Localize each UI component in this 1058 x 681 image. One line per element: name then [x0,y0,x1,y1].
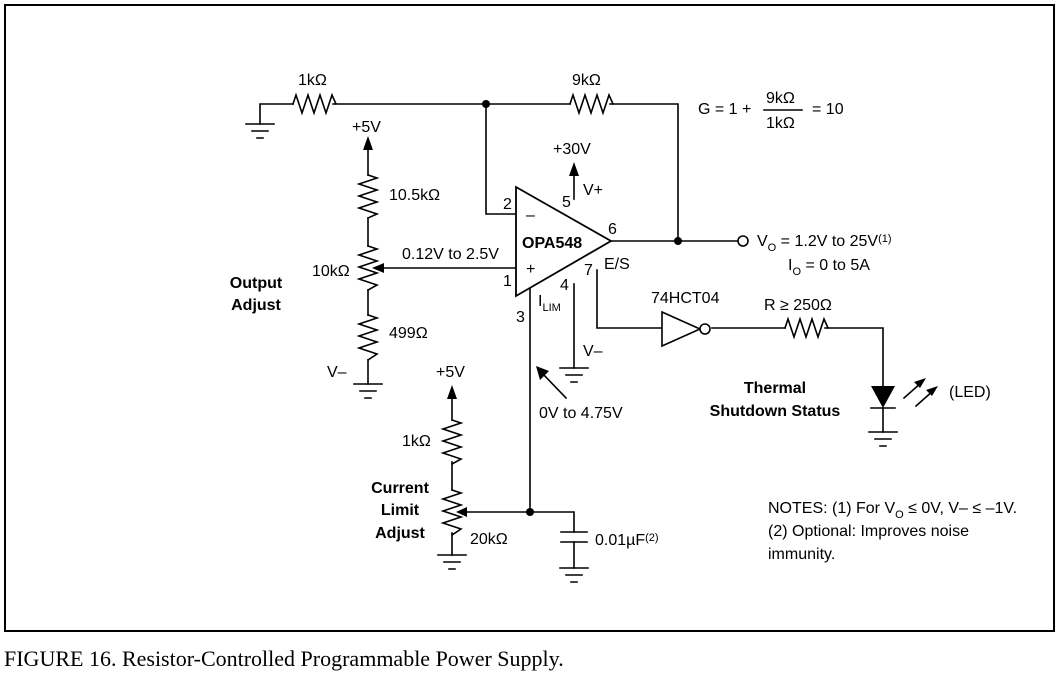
label-vminus-a: V– [327,364,347,381]
label-pot-out: 10kΩ [312,263,350,280]
light-emission-icon [902,378,938,408]
label-r-led: R ≥ 250Ω [764,297,832,314]
ground-icon [868,431,898,447]
annotation-arrow-icon [536,366,549,380]
resistor-feedback-9k [568,92,615,116]
label-output-adjust-2: Adjust [231,297,281,314]
pin-7: 7 [584,262,593,279]
label-vplus30: +30V [553,141,591,158]
label-output-adjust-1: Output [230,275,283,292]
label-r-top: 10.5kΩ [389,187,440,204]
label-r-bottom: 499Ω [389,325,428,342]
resistor-input-1k [291,92,338,116]
label-current-limit-2: Limit [381,502,420,519]
label-vo: VO = 1.2V to 25V(1) [757,233,892,254]
resistor-led [783,316,830,340]
resistor-499 [356,313,380,362]
junction-dot [526,508,534,516]
pin-5: 5 [562,194,571,211]
led-diode [870,386,896,409]
notes-line-2: (2) Optional: Improves noise [768,523,969,540]
notes-line-3: immunity. [768,546,835,563]
notes-line-1: NOTES: (1) For VO ≤ 0V, V– ≤ –1V. [768,500,1017,521]
wiper-arrow-icon [456,507,467,517]
opamp-triangle [515,185,613,298]
label-vminus-b: V– [583,343,603,360]
label-pot-ilim: 20kΩ [470,531,508,548]
figure-caption: FIGURE 16. Resistor-Controlled Programma… [4,646,564,671]
figure-frame [4,4,1055,632]
output-terminal [737,235,749,247]
schematic: G = 1 + 9kΩ 1kΩ = 10 1kΩ 9kΩ 10.5kΩ 10kΩ… [4,4,1055,632]
wires [259,103,884,569]
resistor-10-5k [356,173,380,220]
label-led: (LED) [949,384,991,401]
label-io: IO = 0 to 5A [788,257,870,278]
potentiometer-10k [356,244,380,292]
label-capacitor: 0.01µF(2) [595,532,659,549]
pin-1: 1 [503,273,512,290]
label-es: E/S [604,256,630,273]
label-inverter: 74HCT04 [651,290,720,307]
pin-6: 6 [608,221,617,238]
junction-dot [674,237,682,245]
label-vplus5-a: +5V [352,119,381,136]
label-r-fb: 9kΩ [572,72,601,89]
gain-lhs: G = 1 + [698,101,751,118]
ground-icon [437,554,467,570]
supply-arrow-icon [569,162,579,176]
pin-3: 3 [516,309,525,326]
label-r-in: 1kΩ [298,72,327,89]
opamp-plus: + [526,261,535,278]
label-thermal-2: Shutdown Status [710,403,841,420]
label-r-ilim-top: 1kΩ [402,433,431,450]
label-vplus: V+ [583,182,603,199]
ground-icon [559,367,589,383]
label-ilim: ILIM [538,293,561,314]
opamp-name: OPA548 [522,235,582,252]
label-thermal-1: Thermal [744,380,806,397]
label-current-limit-1: Current [371,480,429,497]
label-ref-range: 0.12V to 2.5V [402,246,499,263]
potentiometer-20k [440,488,464,537]
junction-dot [482,100,490,108]
ground-icon [353,383,383,399]
supply-arrow-icon [363,136,373,150]
gain-denominator: 1kΩ [766,115,795,132]
ground-icon [245,123,275,139]
supply-arrow-icon [447,385,457,399]
pin-2: 2 [503,196,512,213]
label-vplus5-b: +5V [436,364,465,381]
ground-icon [559,567,589,583]
pin-4: 4 [560,277,569,294]
opamp-minus: – [526,207,535,224]
gain-numerator: 9kΩ [766,90,795,107]
label-current-limit-3: Adjust [375,525,425,542]
resistor-ilim-1k [440,418,464,466]
gain-rhs: = 10 [812,101,844,118]
label-ilim-range: 0V to 4.75V [539,405,623,422]
inverter-gate [661,310,711,348]
capacitor [560,531,588,543]
wiper-arrow-icon [372,263,384,273]
